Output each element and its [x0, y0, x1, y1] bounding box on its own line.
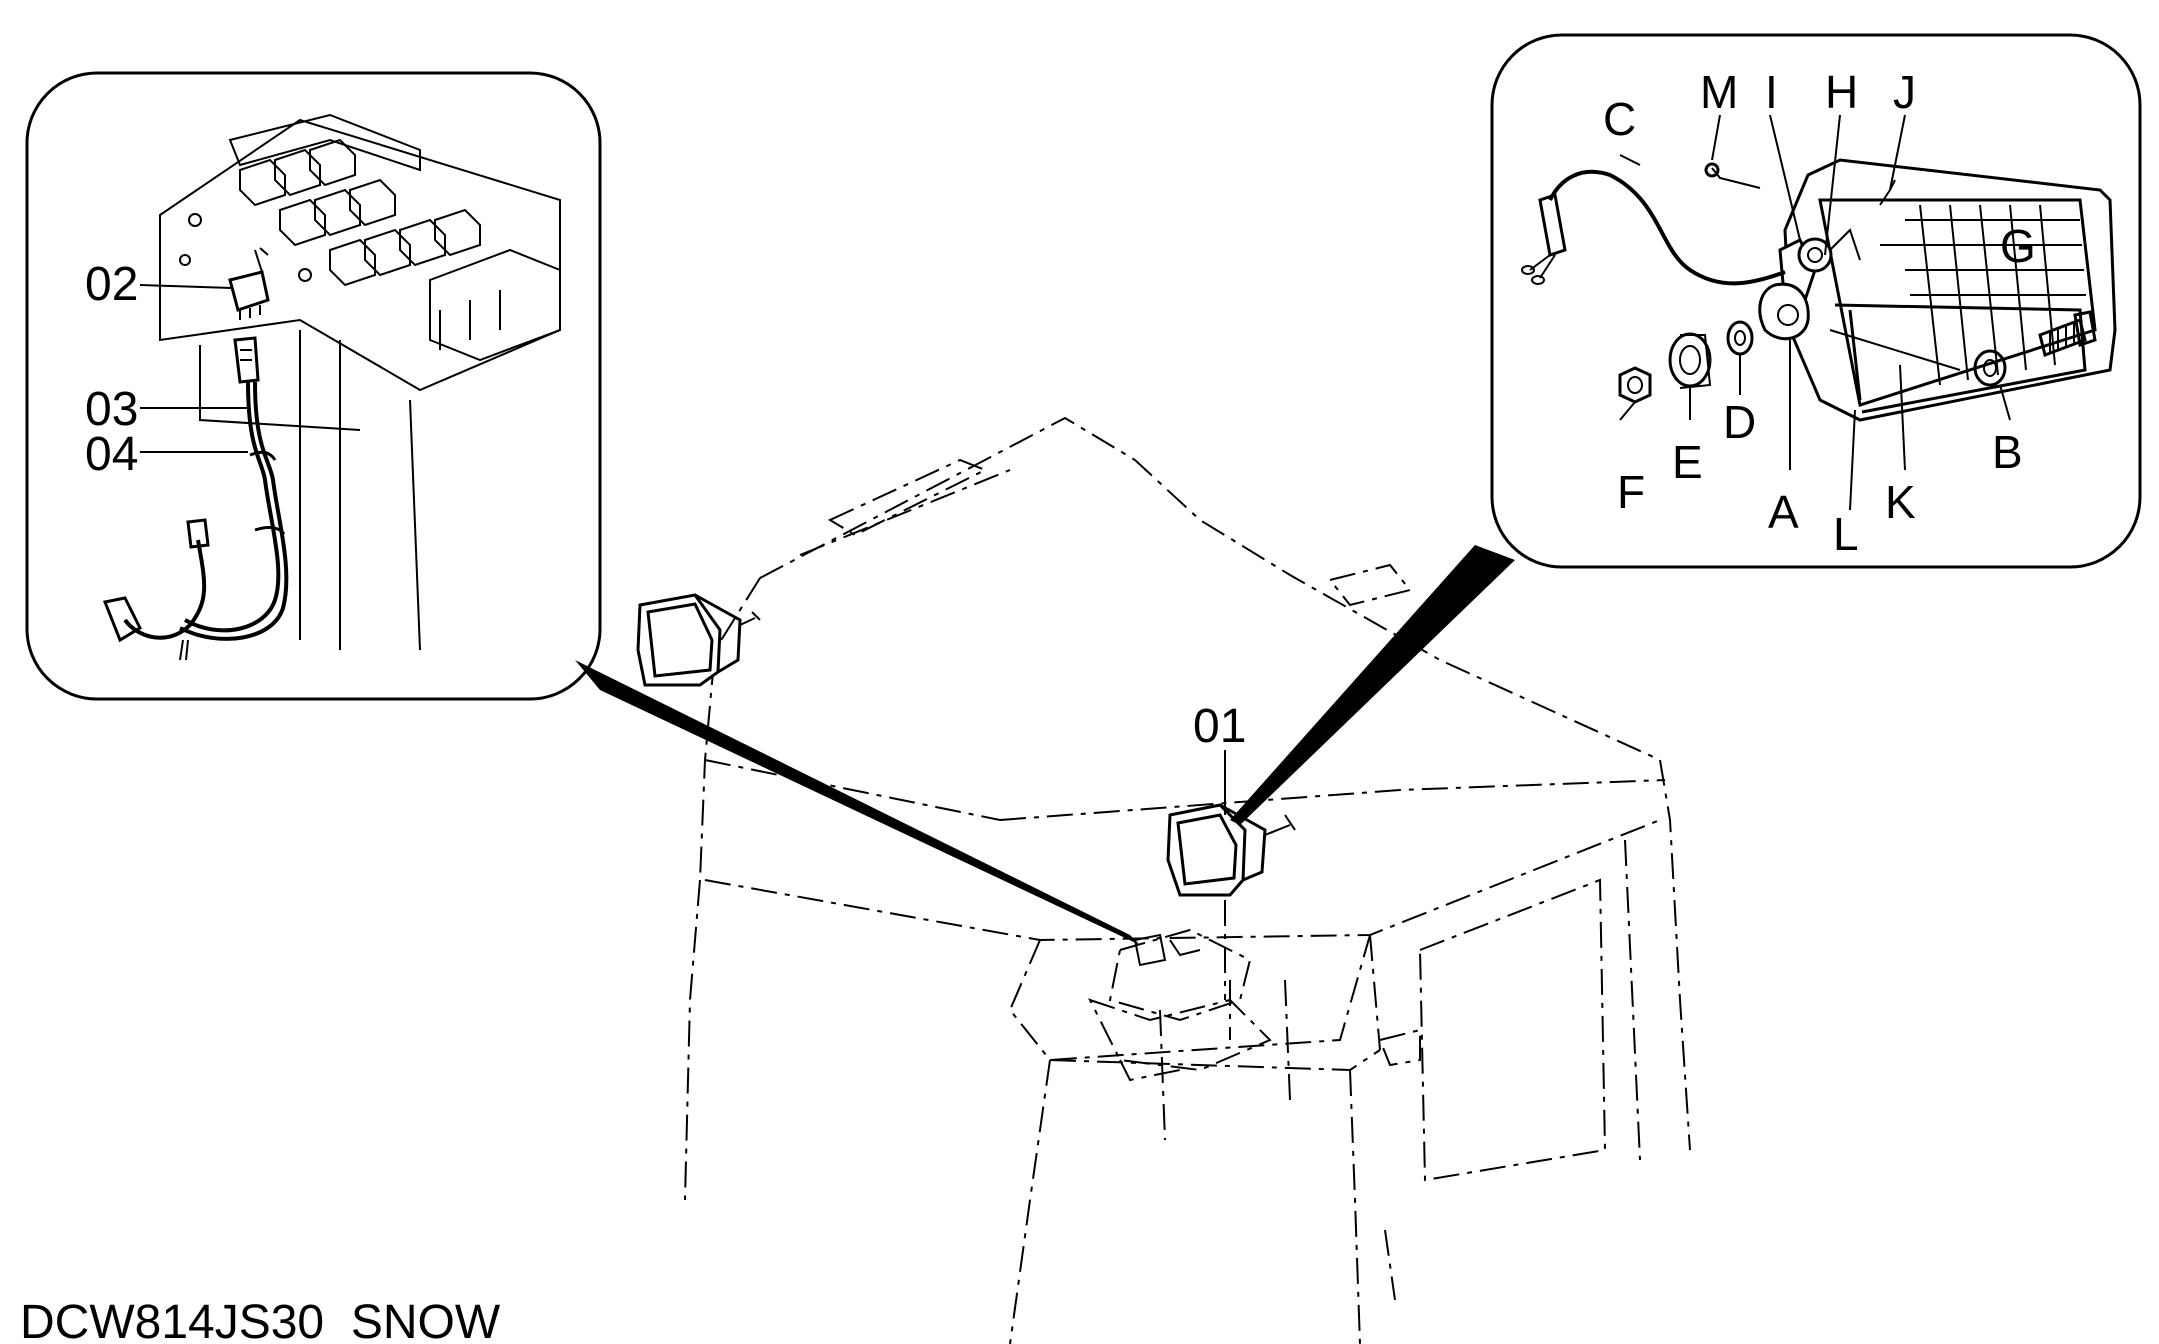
label-i: I — [1765, 66, 1778, 118]
label-d: D — [1723, 396, 1756, 448]
callout-04: 04 — [85, 428, 138, 481]
label-a: A — [1768, 486, 1799, 538]
callout-01: 01 — [1193, 700, 1246, 753]
label-e: E — [1672, 436, 1703, 488]
detail-balloon-left — [25, 71, 1140, 945]
label-j: J — [1893, 66, 1916, 118]
work-lamp-left — [636, 593, 761, 687]
label-l: L — [1833, 508, 1859, 560]
work-lamp-01 — [1166, 803, 1296, 1000]
callout-02: 02 — [85, 258, 138, 311]
label-b: B — [1992, 426, 2023, 478]
callout-labels: 02 03 04 01 C M I H J G D E F A L K B DC… — [20, 66, 2036, 1344]
cab-outline — [684, 416, 1691, 1344]
label-g: G — [2000, 220, 2036, 272]
label-k: K — [1885, 476, 1916, 528]
label-m: M — [1700, 66, 1738, 118]
label-f: F — [1617, 466, 1645, 518]
drawing-code: DCW814JS30_SNOW — [20, 1296, 501, 1344]
fuse-box-location — [1088, 928, 1272, 1082]
label-h: H — [1825, 66, 1858, 118]
detail-balloon-right — [1230, 33, 2142, 825]
label-c: C — [1603, 93, 1636, 145]
callout-03: 03 — [85, 383, 138, 436]
